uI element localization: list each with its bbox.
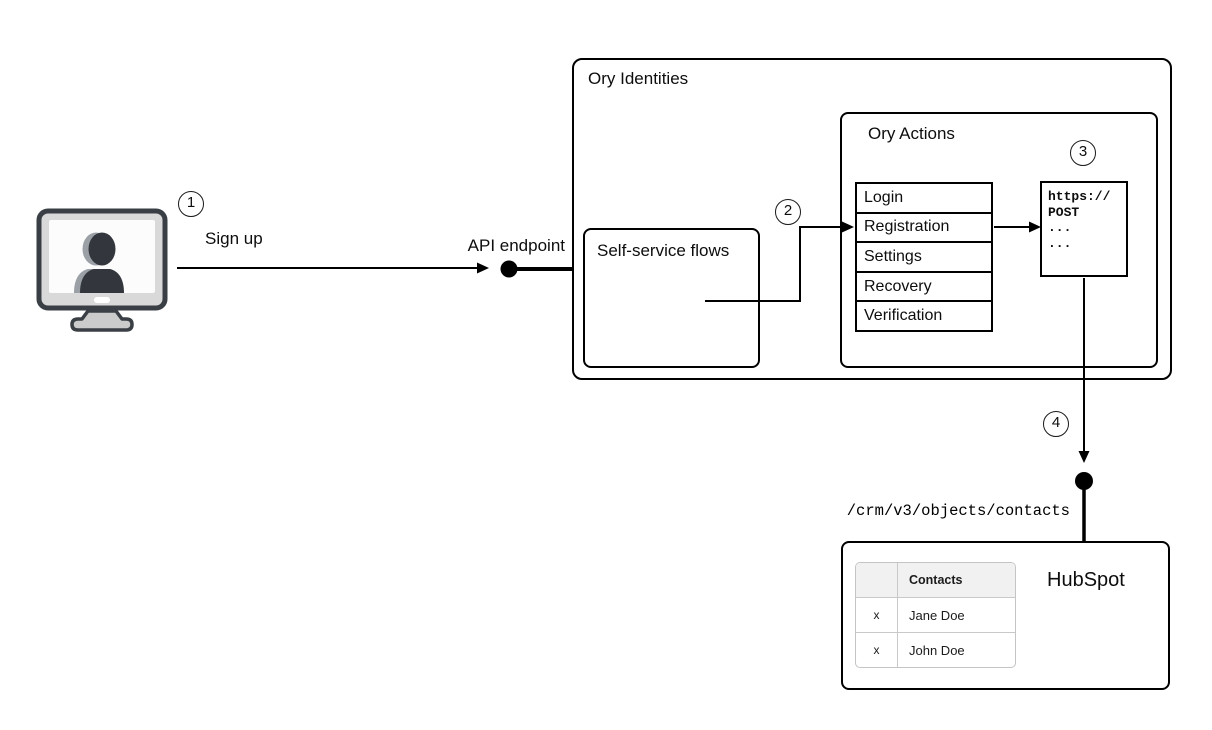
step-badge-2: 2 — [775, 199, 801, 225]
flow-row-login: Login — [857, 184, 991, 214]
api-endpoint-node-dot — [500, 260, 518, 278]
step-badge-4: 4 — [1043, 411, 1069, 437]
monitor-stand — [70, 309, 134, 332]
step-badge-1: 1 — [178, 191, 204, 217]
code-line: POST — [1048, 204, 1080, 220]
code-line: ... — [1048, 235, 1072, 251]
contact-name-cell: John Doe — [909, 642, 965, 658]
flow-row-registration: Registration — [857, 214, 991, 244]
code-line: https:// — [1048, 189, 1111, 204]
flow-row-verification: Verification — [864, 307, 943, 325]
step-badge-3: 3 — [1070, 140, 1096, 166]
ory-identities-title: Ory Identities — [588, 69, 689, 88]
api-endpoint-label: API endpoint — [467, 236, 565, 255]
contacts-header-empty-cell — [856, 563, 898, 597]
contact-checkbox-cell: x — [856, 633, 898, 667]
table-row: x Jane Doe — [856, 598, 1015, 633]
arrow-signup-head — [477, 262, 489, 274]
arrow-webhook-down-head — [1078, 451, 1090, 463]
sign-up-label: Sign up — [205, 229, 263, 248]
flow-row-recovery: Recovery — [857, 273, 991, 303]
contacts-table: Contacts x Jane Doe x John Doe — [855, 562, 1016, 668]
self-service-flows-title: Self-service flows — [597, 241, 730, 260]
self-service-flows-box: Self-service flows — [583, 228, 760, 368]
hubspot-title: HubSpot — [1047, 569, 1125, 591]
contacts-header-label: Contacts — [909, 573, 963, 587]
webhook-code-box: https:// POST ... ... — [1040, 181, 1128, 277]
crm-endpoint-path: /crm/v3/objects/contacts — [846, 502, 1070, 520]
monitor-button — [94, 297, 110, 303]
user-silhouette — [74, 232, 124, 293]
contact-name-cell: Jane Doe — [909, 607, 965, 623]
flow-list: Login Registration Settings Recovery Ver… — [855, 182, 993, 332]
code-line: ... — [1048, 220, 1072, 235]
contact-checkbox-cell: x — [856, 598, 898, 632]
ory-actions-title: Ory Actions — [868, 124, 955, 143]
flow-row-settings: Settings — [857, 243, 991, 273]
hubspot-endpoint-node-dot — [1075, 472, 1093, 490]
contacts-table-header: Contacts — [856, 563, 1015, 598]
user-computer-icon — [36, 208, 168, 332]
table-row: x John Doe — [856, 633, 1015, 667]
